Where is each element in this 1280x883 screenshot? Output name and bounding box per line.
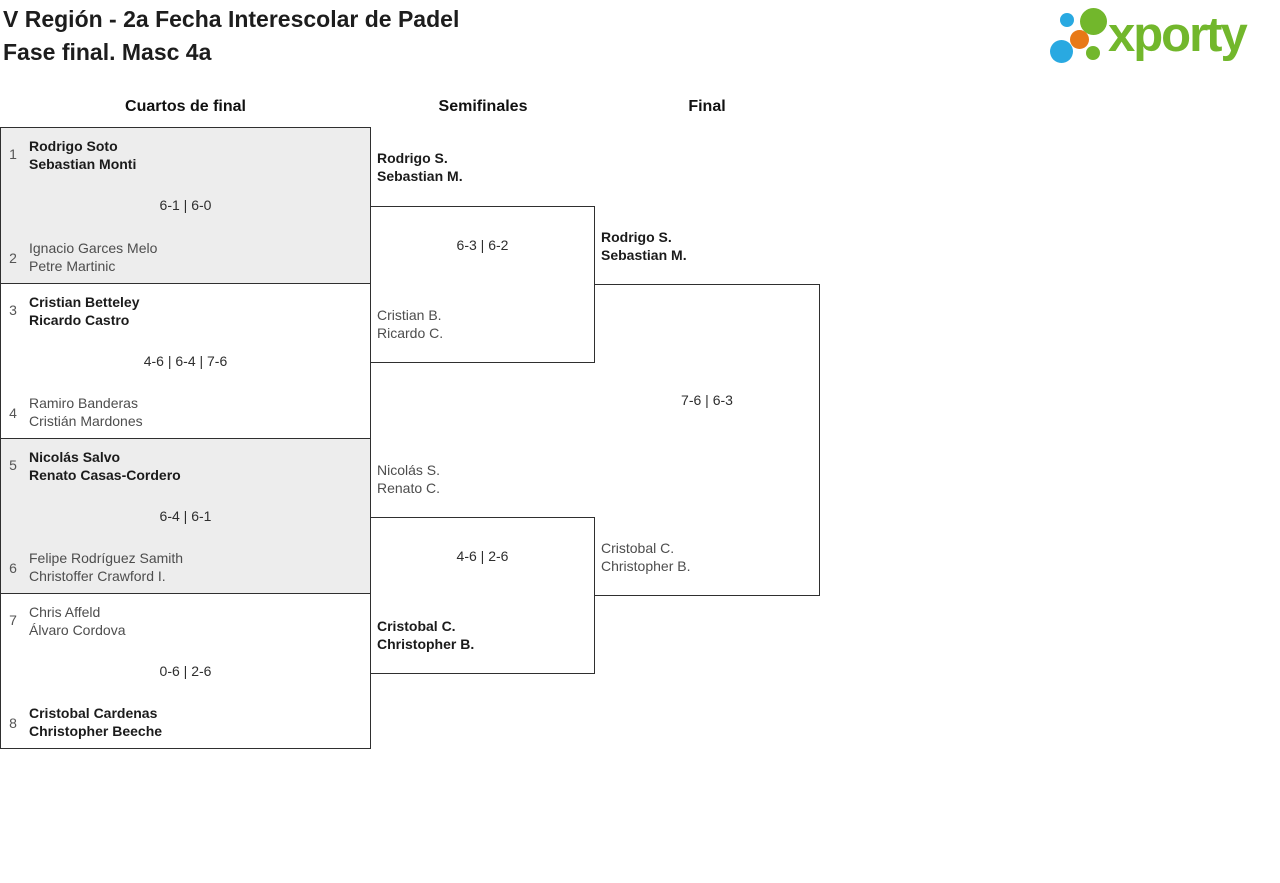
match-card-qf4: 7 Chris Affeld Álvaro Cordova 0-6 | 2-6 … [1,593,370,748]
player-name: Felipe Rodríguez Samith [29,550,184,566]
team-label: Cristian Betteley Ricardo Castro [29,293,139,329]
match-card-final [594,284,820,596]
match-score: 4-6 | 2-6 [456,548,509,564]
player-name: Sebastian M. [601,247,687,263]
player-name: Cristobal Cardenas [29,705,158,721]
team-label: Felipe Rodríguez Samith Christoffer Craw… [29,549,183,585]
seed-number: 7 [9,612,17,628]
player-name: Cristian Betteley [29,294,140,310]
logo-text: xporty [1108,8,1248,62]
player-name: Cristobal C. [601,540,675,556]
logo-dot-blue-small-icon [1060,13,1074,27]
match-score: 6-1 | 6-0 [159,197,212,213]
player-name: Ricardo C. [377,325,444,341]
team-label: Nicolás S. Renato C. [377,461,440,497]
match-card-qf1: 1 Rodrigo Soto Sebastian Monti 6-1 | 6-0… [1,128,370,283]
seed-number: 3 [9,302,17,318]
seed-number: 2 [9,250,17,266]
player-name: Sebastian Monti [29,156,137,172]
player-name: Rodrigo S. [601,229,672,245]
player-name: Petre Martinic [29,258,116,274]
match-score: 0-6 | 2-6 [159,663,212,679]
page-title-line2: Fase final. Masc 4a [3,39,212,65]
team-label: Cristobal C. Christopher B. [377,617,474,653]
match-score: 7-6 | 6-3 [681,392,733,408]
player-name: Chris Affeld [29,604,101,620]
player-name: Cristobal C. [377,618,456,634]
player-name: Álvaro Cordova [29,622,126,638]
match-score: 6-4 | 6-1 [159,508,212,524]
team-label: Rodrigo S. Sebastian M. [601,228,687,264]
player-name: Ignacio Garces Melo [29,240,158,256]
team-label: Cristian B. Ricardo C. [377,306,443,342]
player-name: Nicolás S. [377,462,441,478]
round-header-semifinales: Semifinales [438,98,528,115]
logo-dot-orange-icon [1070,30,1089,49]
seed-number: 1 [9,146,17,162]
player-name: Christopher B. [377,636,475,652]
player-name: Cristian B. [377,307,442,323]
match-score: 6-3 | 6-2 [456,237,509,253]
player-name: Ramiro Banderas [29,395,138,411]
player-name: Cristián Mardones [29,413,143,429]
player-name: Renato Casas-Cordero [29,467,181,483]
player-name: Ricardo Castro [29,312,130,328]
team-label: Ramiro Banderas Cristián Mardones [29,394,143,430]
player-name: Christopher Beeche [29,723,163,739]
player-name: Renato C. [377,480,441,496]
team-label: Rodrigo Soto Sebastian Monti [29,137,136,173]
round-header-cuartos: Cuartos de final [125,98,246,115]
logo-dot-blue-large-icon [1050,40,1073,63]
team-label: Nicolás Salvo Renato Casas-Cordero [29,448,181,484]
seed-number: 8 [9,715,17,731]
seed-number: 5 [9,457,17,473]
player-name: Rodrigo Soto [29,138,118,154]
xporty-logo[interactable]: xporty [1046,0,1280,72]
match-score: 4-6 | 6-4 | 7-6 [143,353,228,369]
team-label: Rodrigo S. Sebastian M. [377,149,463,185]
round-header-final: Final [688,98,726,115]
player-name: Rodrigo S. [377,150,448,166]
page-title: V Región - 2a Fecha Interescolar de Pade… [3,3,459,69]
seed-number: 6 [9,560,17,576]
page-title-line1: V Región - 2a Fecha Interescolar de Pade… [3,6,460,32]
team-label: Cristobal Cardenas Christopher Beeche [29,704,162,740]
player-name: Christoffer Crawford I. [29,568,166,584]
logo-dot-green-small-icon [1086,46,1100,60]
team-label: Ignacio Garces Melo Petre Martinic [29,239,157,275]
player-name: Nicolás Salvo [29,449,121,465]
match-card-qf3: 5 Nicolás Salvo Renato Casas-Cordero 6-4… [1,438,370,593]
seed-number: 4 [9,405,17,421]
player-name: Christopher B. [601,558,691,574]
team-label: Cristobal C. Christopher B. [601,539,690,575]
match-card-qf2: 3 Cristian Betteley Ricardo Castro 4-6 |… [1,283,370,438]
player-name: Sebastian M. [377,168,463,184]
team-label: Chris Affeld Álvaro Cordova [29,603,126,639]
quarterfinals-column: 1 Rodrigo Soto Sebastian Monti 6-1 | 6-0… [0,127,371,749]
